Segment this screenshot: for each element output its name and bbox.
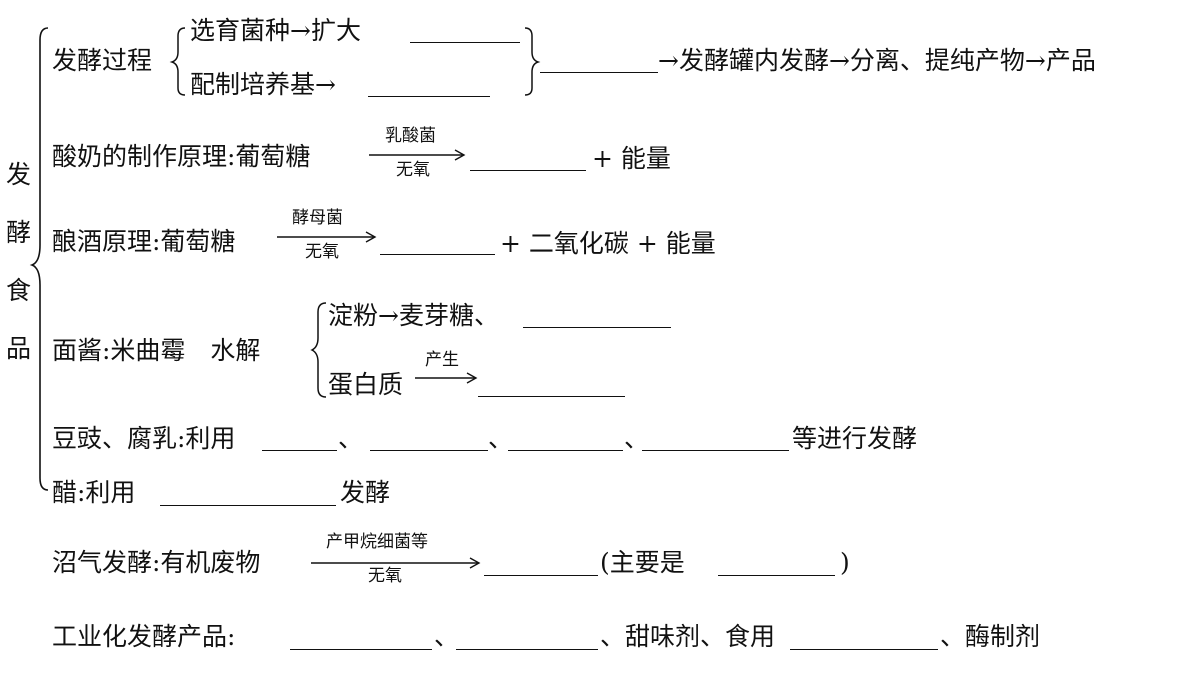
- row5-sep-1: 、: [338, 424, 364, 453]
- row2-arrow-bottom: 无氧: [396, 160, 430, 180]
- row5-blank-3[interactable]: [508, 450, 623, 451]
- row4-blank-1[interactable]: [523, 327, 671, 328]
- row5-blank-1[interactable]: [262, 450, 337, 451]
- row5-suffix: 等进行发酵: [792, 424, 918, 453]
- row7-paren-close: ): [840, 548, 850, 577]
- row1-tail: →发酵罐内发酵→分离、提纯产物→产品: [658, 46, 1096, 75]
- row7-arrow-top: 产甲烷细菌等: [326, 532, 428, 552]
- row3-arrow-bottom: 无氧: [305, 242, 339, 262]
- row3-prefix: 酿酒原理:葡萄糖: [52, 227, 236, 256]
- row1-branch2: 配制培养基→: [190, 70, 336, 99]
- row4-blank-2[interactable]: [478, 396, 625, 397]
- row7-blank-2[interactable]: [718, 575, 835, 576]
- row1-left-brace: [169, 27, 186, 96]
- sidebar-char-2: 酵: [6, 218, 32, 247]
- row2-blank[interactable]: [470, 170, 586, 171]
- sidebar-char-3: 食: [6, 276, 32, 305]
- row4-left-brace: [310, 302, 327, 398]
- sidebar-char-1: 发: [6, 160, 32, 189]
- row7-arrow-bottom: 无氧: [368, 566, 402, 586]
- row2-arrow-top: 乳酸菌: [385, 126, 436, 146]
- row4-arrow-top: 产生: [425, 350, 459, 370]
- row1-right-brace: [524, 27, 541, 96]
- row1-blank-1[interactable]: [410, 42, 520, 43]
- row8-blank-1[interactable]: [290, 649, 432, 650]
- row5-sep-2: 、: [488, 424, 514, 453]
- row5-blank-2[interactable]: [370, 450, 488, 451]
- row1-blank-2[interactable]: [368, 96, 490, 97]
- outer-left-brace: [29, 27, 49, 491]
- row7-paren-open: (主要是: [600, 548, 685, 577]
- row4-branch2-prefix: 蛋白质: [328, 370, 404, 399]
- row8-sep: 、: [434, 622, 460, 651]
- row4-prefix: 面酱:米曲霉 水解: [52, 336, 261, 365]
- row7-prefix: 沼气发酵:有机废物: [52, 548, 261, 577]
- row4-branch1: 淀粉→麦芽糖、: [328, 301, 499, 330]
- row5-blank-4[interactable]: [642, 450, 789, 451]
- row6-blank[interactable]: [160, 505, 336, 506]
- row2-prefix: 酸奶的制作原理:葡萄糖: [52, 142, 311, 171]
- row3-suffix: + 二氧化碳 + 能量: [500, 229, 716, 258]
- row6-prefix: 醋:利用: [52, 478, 136, 507]
- row2-suffix: + 能量: [592, 144, 671, 173]
- row8-suffix: 、酶制剂: [940, 622, 1041, 651]
- row1-branch1: 选育菌种→扩大: [190, 16, 361, 45]
- row8-prefix: 工业化发酵产品:: [52, 622, 236, 651]
- row6-suffix: 发酵: [340, 478, 391, 507]
- row8-blank-3[interactable]: [790, 649, 938, 650]
- sidebar-char-4: 品: [6, 334, 32, 363]
- row5-sep-3: 、: [624, 424, 650, 453]
- row7-blank-1[interactable]: [484, 575, 598, 576]
- row3-arrow-top: 酵母菌: [292, 208, 343, 228]
- row8-mid: 、甜味剂、食用: [600, 622, 776, 651]
- row5-prefix: 豆豉、腐乳:利用: [52, 424, 236, 453]
- row1-label: 发酵过程: [52, 46, 153, 75]
- row1-blank-3[interactable]: [540, 72, 658, 73]
- row3-blank[interactable]: [380, 254, 495, 255]
- row8-blank-2[interactable]: [456, 649, 598, 650]
